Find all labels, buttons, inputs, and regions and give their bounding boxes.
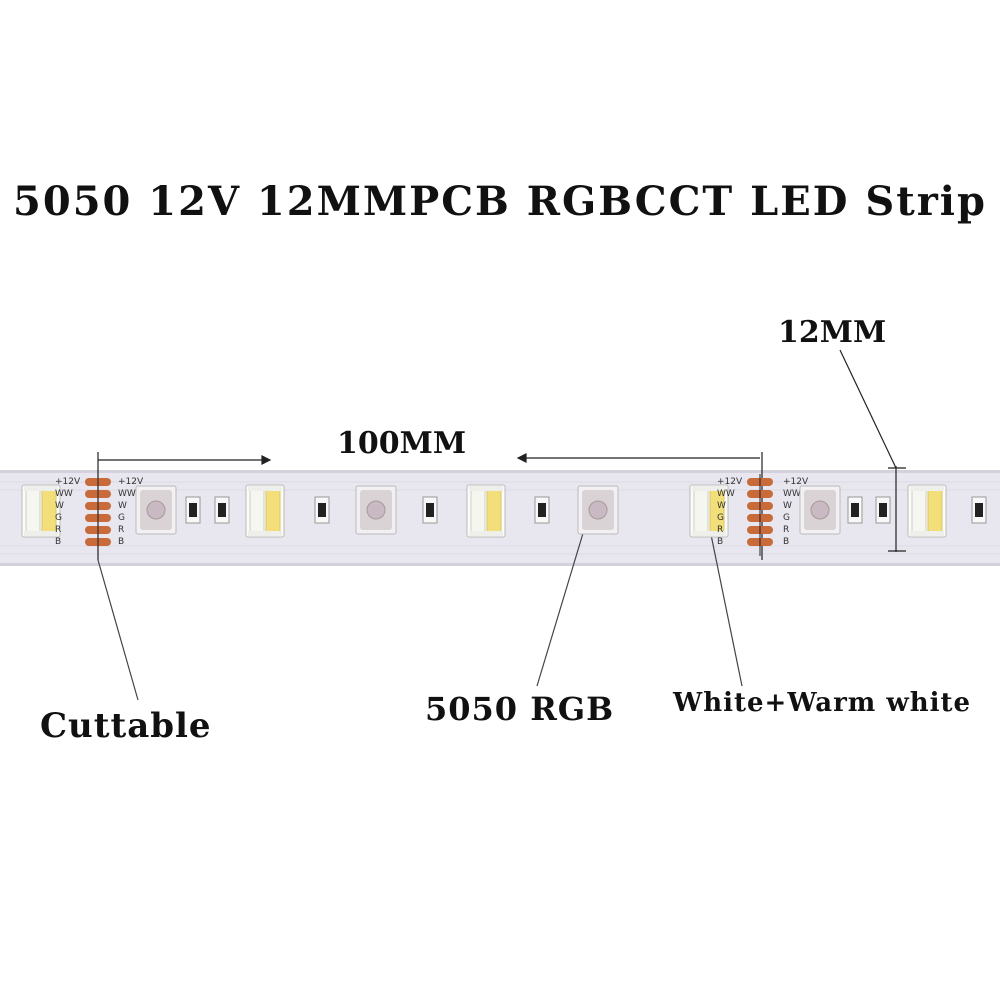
white-pointer bbox=[707, 519, 743, 687]
pad-label: R bbox=[118, 525, 124, 535]
pad-label: +12V bbox=[783, 477, 809, 487]
white-led-chip bbox=[466, 484, 506, 538]
pad-label: WW bbox=[55, 489, 73, 499]
cuttable-pointer bbox=[97, 559, 139, 701]
resistor bbox=[847, 496, 863, 524]
rgb-led-chip bbox=[799, 485, 841, 535]
page-title: 5050 12V 12MMPCB RGBCCT LED Strip bbox=[13, 178, 987, 225]
pad-label: R bbox=[783, 525, 789, 535]
white-led-chip bbox=[245, 484, 285, 538]
resistor bbox=[971, 496, 987, 524]
pad-label: WW bbox=[717, 489, 735, 499]
pad-label: W bbox=[717, 501, 726, 511]
resistor bbox=[875, 496, 891, 524]
pad-label: +12V bbox=[118, 477, 144, 487]
pad-label: WW bbox=[783, 489, 801, 499]
rgb-pointer bbox=[536, 529, 585, 687]
cuttable-label: Cuttable bbox=[40, 706, 212, 746]
pad-label: G bbox=[717, 513, 724, 523]
pad-label: R bbox=[717, 525, 723, 535]
white-led-chip bbox=[21, 484, 61, 538]
pad-label: B bbox=[55, 537, 61, 547]
pad-label: W bbox=[55, 501, 64, 511]
pad-label: W bbox=[783, 501, 792, 511]
pad-label: +12V bbox=[717, 477, 743, 487]
resistor bbox=[214, 496, 230, 524]
pad-label: G bbox=[118, 513, 125, 523]
resistor bbox=[534, 496, 550, 524]
pad-label: W bbox=[118, 501, 127, 511]
resistor bbox=[314, 496, 330, 524]
rgb-led-chip bbox=[577, 485, 619, 535]
resistor bbox=[422, 496, 438, 524]
white-led-chip bbox=[907, 484, 947, 538]
rgb-led-chip bbox=[355, 485, 397, 535]
pad-label: B bbox=[783, 537, 789, 547]
pad-label: B bbox=[717, 537, 723, 547]
pad-label: B bbox=[118, 537, 124, 547]
white-chip-label: White+Warm white bbox=[673, 688, 972, 718]
segment-length-label: 100MM bbox=[337, 426, 467, 461]
pad-label: R bbox=[55, 525, 61, 535]
width-dimension bbox=[839, 349, 906, 552]
white-led-chip bbox=[689, 484, 729, 538]
pad-label: G bbox=[783, 513, 790, 523]
width-label: 12MM bbox=[778, 315, 887, 350]
rgb-led-chip bbox=[135, 485, 177, 535]
rgb-chip-label: 5050 RGB bbox=[425, 690, 615, 728]
resistor bbox=[185, 496, 201, 524]
pad-label: WW bbox=[118, 489, 136, 499]
pad-label: +12V bbox=[55, 477, 81, 487]
pad-label: G bbox=[55, 513, 62, 523]
